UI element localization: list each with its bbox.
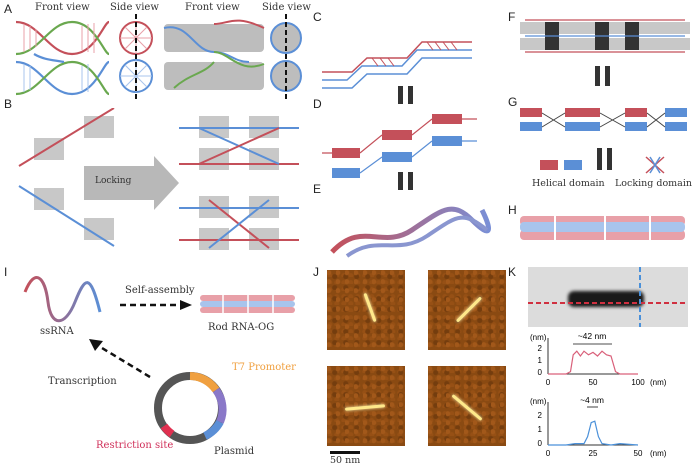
- panel-label-e: E: [313, 182, 322, 196]
- height-profile-chart-1: (nm) 2 1 0 0 50 100 (nm) ~42 nm: [530, 331, 667, 387]
- chart2-xtick-0: 0: [546, 449, 551, 458]
- equals-bar-g2: [607, 148, 612, 170]
- rod-rna-og-icon: [200, 294, 295, 314]
- panel-label-f: F: [508, 10, 516, 24]
- chart1-xlabel: (nm): [650, 378, 667, 387]
- equals-bar-c1: [398, 86, 403, 104]
- panel-label-d: D: [313, 97, 322, 111]
- chart1-ytick-1: 1: [538, 356, 543, 365]
- transcription-arrow: [89, 339, 151, 379]
- profile-lines: [528, 267, 688, 327]
- chart1-ylabel: (nm): [530, 333, 547, 342]
- panel-f-diagram: [520, 19, 690, 53]
- panel-b-diagram: [18, 108, 299, 250]
- chart1-xtick-1: 50: [589, 378, 598, 387]
- panel-label-g: G: [508, 95, 518, 109]
- equals-bar-g1: [597, 148, 602, 170]
- panel-label-i: I: [4, 265, 8, 279]
- panel-label-a: A: [4, 2, 13, 16]
- panel-g-diagram: [520, 108, 687, 131]
- ssrna-strand: [23, 276, 102, 323]
- restriction-site-label: Restriction site: [96, 440, 174, 451]
- afm-image-4: [428, 366, 506, 446]
- afm-image-3: [327, 366, 405, 446]
- t7-promoter-label: T7 Promoter: [232, 362, 296, 373]
- panel-label-c: C: [313, 10, 322, 24]
- chart1-series: [548, 350, 638, 375]
- chart2-xtick-2: 50: [634, 449, 643, 458]
- self-assembly-label: Self-assembly: [125, 285, 195, 296]
- panel-e-ribbon: [330, 206, 491, 258]
- locking-arrow-label: Locking: [95, 176, 132, 186]
- plasmid-ring: [154, 372, 227, 444]
- equals-bar-f2: [605, 66, 610, 86]
- height-profile-image: [528, 267, 688, 327]
- chart2-xtick-1: 25: [589, 449, 598, 458]
- equals-bar-d2: [408, 172, 413, 190]
- panel-label-h: H: [508, 203, 517, 217]
- afm-image-1: [327, 270, 405, 350]
- helical-domain-label: Helical domain: [532, 178, 605, 189]
- side-view-label-1: Side view: [110, 2, 159, 13]
- self-assembly-arrow: [120, 300, 192, 310]
- chart2-ylabel: (nm): [530, 397, 547, 406]
- chart1-annotation: ~42 nm: [578, 331, 607, 341]
- chart1-xtick-2: 100: [631, 378, 645, 387]
- panel-h-rod: [520, 214, 685, 242]
- chart1-ytick-0: 0: [538, 368, 543, 377]
- chart2-xlabel: (nm): [650, 449, 667, 458]
- side-view-label-2: Side view: [262, 2, 311, 13]
- equals-bar-d1: [398, 172, 403, 190]
- height-profile-chart-2: (nm) 2 1 0 0 25 50 (nm) ~4 nm: [530, 395, 667, 458]
- chart1-xtick-0: 0: [546, 378, 551, 387]
- panel-label-j: J: [313, 265, 319, 279]
- front-view-label-1: Front view: [35, 2, 90, 13]
- plasmid-label: Plasmid: [214, 446, 255, 457]
- chart1-ytick-2: 2: [538, 344, 543, 353]
- locking-domain-label: Locking domain: [615, 178, 692, 189]
- equals-bar-c2: [408, 86, 413, 104]
- rod-rna-og-label: Rod RNA-OG: [208, 322, 275, 333]
- afm-image-2: [428, 270, 506, 350]
- transcription-label: Transcription: [48, 376, 117, 387]
- chart2-ytick-0: 0: [538, 439, 543, 448]
- ssrna-label: ssRNA: [40, 326, 74, 337]
- panel-a-diagram: [15, 14, 302, 100]
- front-view-label-2: Front view: [185, 2, 240, 13]
- equals-bar-f1: [595, 66, 600, 86]
- panel-label-k: K: [508, 265, 517, 279]
- scale-bar: [330, 451, 360, 454]
- chart2-series: [548, 420, 639, 446]
- panel-c-diagram: [322, 41, 472, 89]
- chart2-ytick-2: 2: [538, 411, 543, 420]
- locking-legend-icon: [645, 156, 665, 174]
- chart2-annotation: ~4 nm: [580, 395, 604, 405]
- chart2-ytick-1: 1: [538, 425, 543, 434]
- helical-legend-blue: [564, 160, 582, 170]
- scale-bar-label: 50 nm: [330, 455, 361, 466]
- panel-label-b: B: [4, 97, 13, 111]
- panel-d-diagram: [322, 114, 477, 178]
- helical-legend-red: [540, 160, 558, 170]
